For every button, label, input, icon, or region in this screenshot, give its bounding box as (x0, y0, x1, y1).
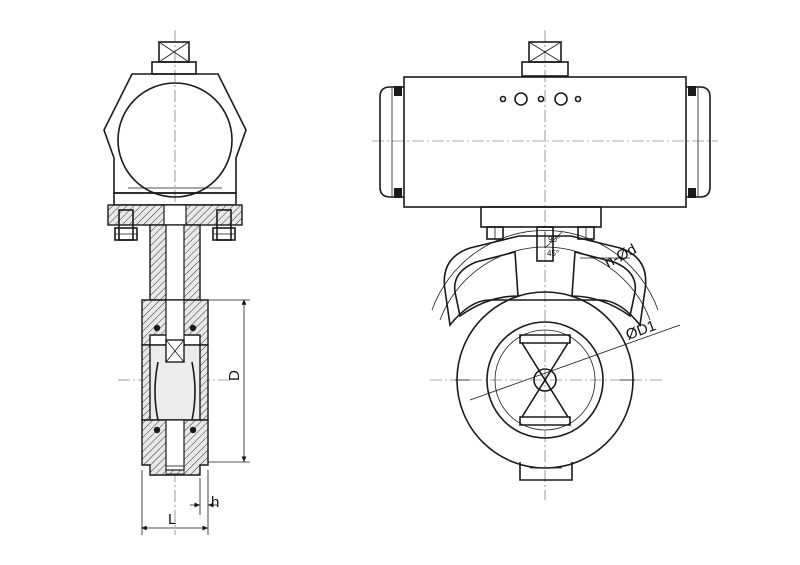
lug-slot-right (571, 250, 637, 318)
dim-line-D1 (469, 324, 681, 401)
side-bolt-right (212, 209, 236, 241)
valve-bore (486, 321, 604, 439)
dim-label-D: D (226, 370, 243, 381)
angle-label-45: 45° (547, 249, 559, 258)
dim-label-h: h (211, 494, 219, 511)
angle-label-90: 90° (548, 235, 560, 244)
front-bolt-left (486, 226, 504, 240)
side-bolt-left (114, 209, 138, 241)
dim-label-D1: ØD1 (624, 317, 659, 344)
side-section-view: D L h (103, 30, 250, 535)
lug-slot-left (453, 250, 519, 318)
front-stem (536, 226, 554, 262)
front-mounting-bracket (480, 206, 602, 228)
front-view: 90° 45° n-Ød ØD1 (372, 30, 718, 500)
butterfly-disc (494, 329, 596, 431)
side-drive-collar (151, 61, 197, 75)
actuator-end-cap-right (686, 86, 711, 198)
top-flange-lugs (443, 235, 647, 327)
bolt-circle-arc (431, 230, 659, 311)
actuator-end-cap-left (379, 86, 404, 198)
side-actuator-bore (117, 82, 233, 198)
bottom-lug (519, 462, 573, 481)
dim-label-L: L (168, 511, 176, 528)
disc-hub (533, 368, 557, 392)
